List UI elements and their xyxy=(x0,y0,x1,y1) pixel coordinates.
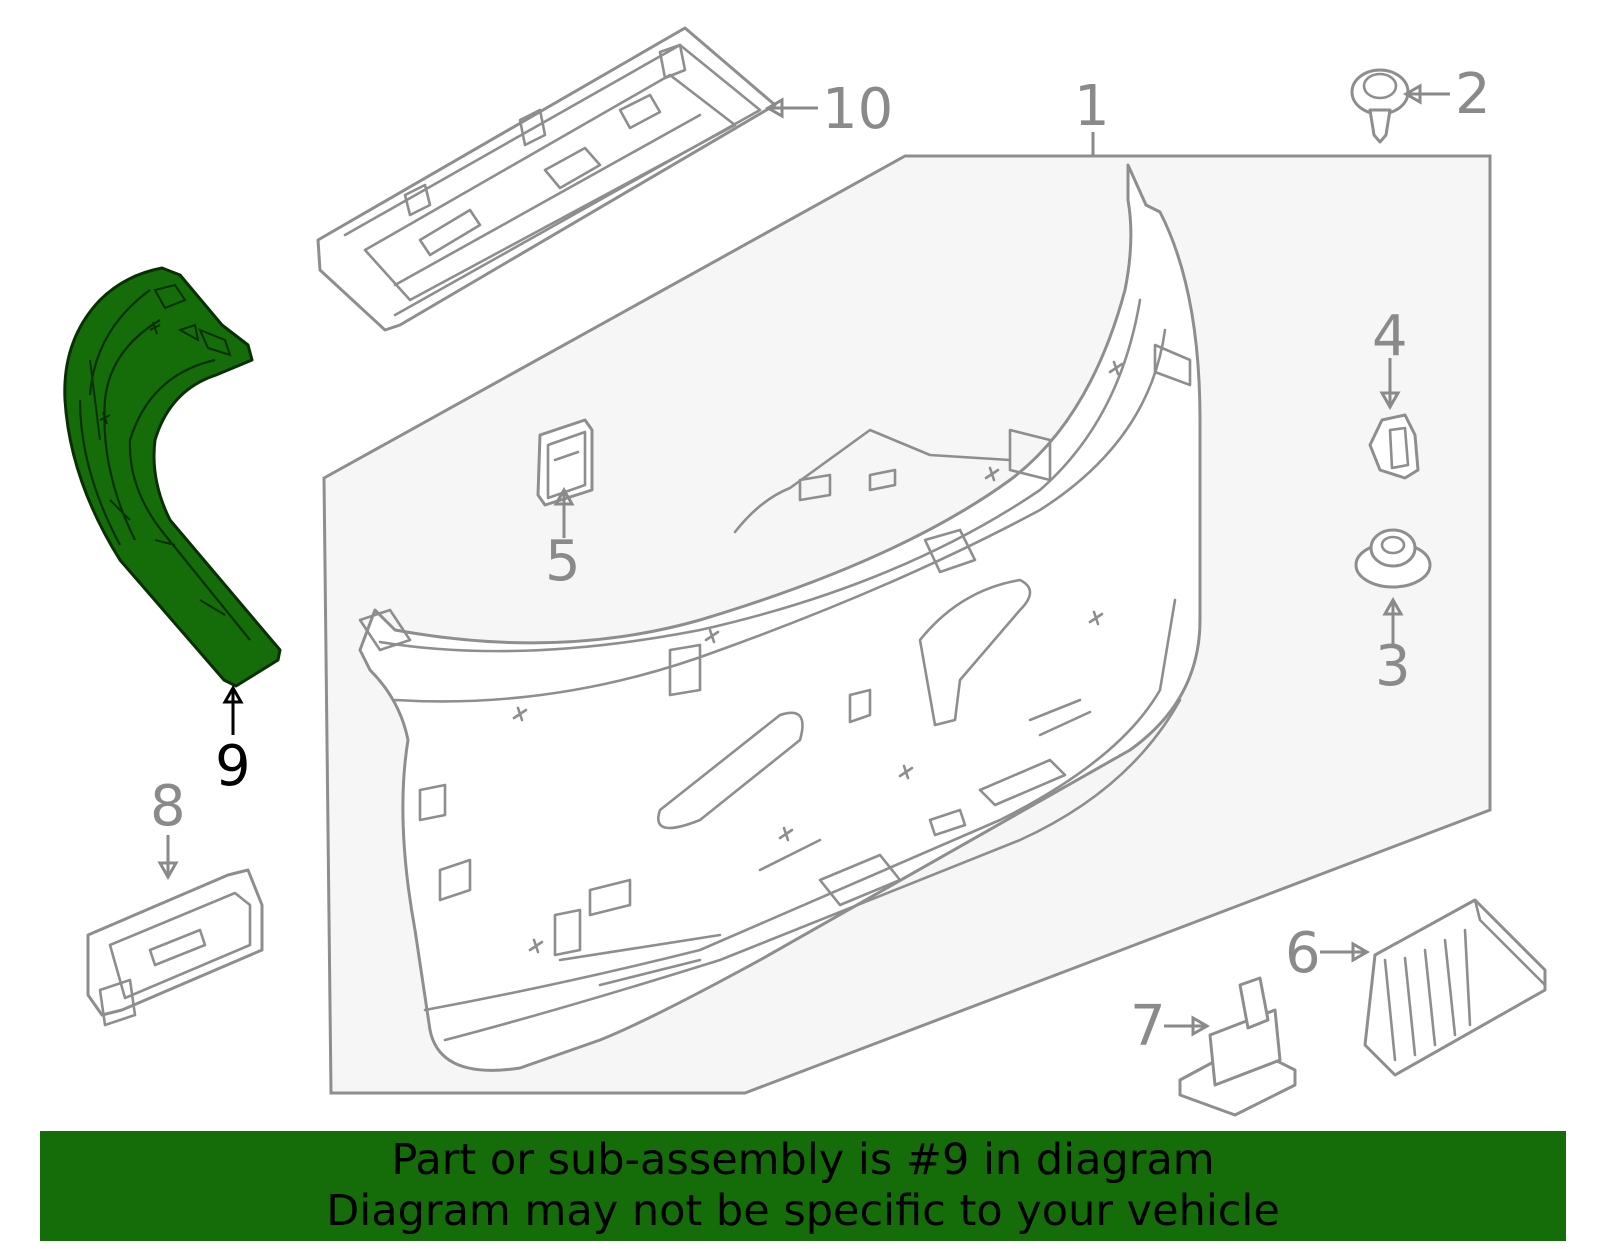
callout-7: 7 xyxy=(1130,994,1166,1059)
callout-5: 5 xyxy=(545,529,581,594)
callout-4: 4 xyxy=(1372,304,1408,369)
part-3-grommet[interactable] xyxy=(1354,528,1432,589)
banner-line-disclaimer: Diagram may not be specific to your vehi… xyxy=(326,1186,1280,1236)
callout-2: 2 xyxy=(1455,62,1491,127)
part-6-connector-block[interactable] xyxy=(1363,898,1547,1077)
callout-1: 1 xyxy=(1074,74,1110,139)
part-2-push-clip[interactable] xyxy=(1350,68,1410,144)
part-10-upper-trim[interactable] xyxy=(316,26,777,332)
callout-8: 8 xyxy=(150,774,186,839)
part-8-switch-housing[interactable] xyxy=(86,868,264,1027)
callout-9: 9 xyxy=(215,734,251,799)
banner-line-part-info: Part or sub-assembly is #9 in diagram xyxy=(391,1135,1215,1185)
part-9-side-trim-highlighted[interactable] xyxy=(63,266,282,688)
callout-10: 10 xyxy=(822,77,893,142)
part-5-clip[interactable] xyxy=(536,418,594,507)
leader-lines xyxy=(157,83,1450,1037)
part-7-retainer[interactable] xyxy=(1178,976,1297,1117)
info-banner: Part or sub-assembly is #9 in diagram Di… xyxy=(40,1131,1566,1241)
part-4-clip[interactable] xyxy=(1368,413,1420,480)
callout-3: 3 xyxy=(1375,634,1411,699)
part-1-liftgate-trim[interactable] xyxy=(358,163,1202,1072)
callout-6: 6 xyxy=(1285,921,1321,986)
